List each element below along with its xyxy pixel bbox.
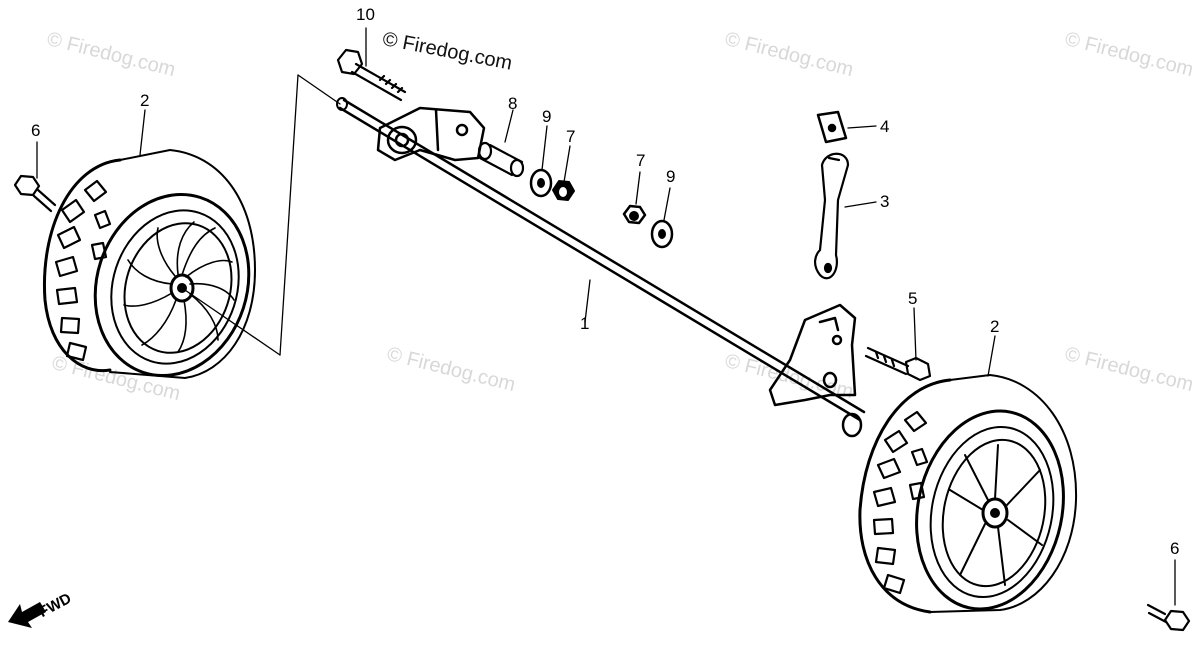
fwd-arrow-icon: [8, 602, 46, 628]
bolt-5: [864, 346, 932, 382]
bolt-10: [336, 48, 407, 102]
right-bracket: [768, 303, 857, 407]
washer-9-top: [529, 168, 553, 198]
left-bracket: [376, 106, 486, 162]
callout-9-mid: 9: [666, 167, 676, 186]
bolt-6-left: [13, 174, 57, 213]
washer-9-mid: [650, 219, 674, 249]
right-wheel: [858, 374, 1078, 614]
nut-7-mid: [622, 204, 647, 225]
square-nut-4: [816, 110, 848, 144]
collar-8: [477, 141, 525, 178]
bolt-6-right: [1146, 603, 1191, 632]
nut-7-top: [552, 180, 575, 201]
left-wheel: [42, 149, 256, 379]
callout-10: 10: [356, 5, 375, 24]
callout-1: 1: [580, 314, 590, 333]
callout-2-right: 2: [990, 317, 1000, 336]
callout-2-left: 2: [140, 91, 150, 110]
callout-6-left: 6: [31, 121, 41, 140]
callout-4: 4: [880, 117, 890, 136]
callout-6-right: 6: [1170, 539, 1180, 558]
callout-7-mid: 7: [636, 151, 646, 170]
axle-shaft: [336, 97, 866, 438]
callout-9-top: 9: [542, 107, 552, 126]
callout-8: 8: [508, 94, 518, 113]
leader-lines: [36, 27, 1176, 606]
callout-5: 5: [908, 289, 918, 308]
lever-3: [814, 152, 850, 280]
callout-7-top: 7: [566, 127, 576, 146]
callout-3: 3: [880, 192, 890, 211]
